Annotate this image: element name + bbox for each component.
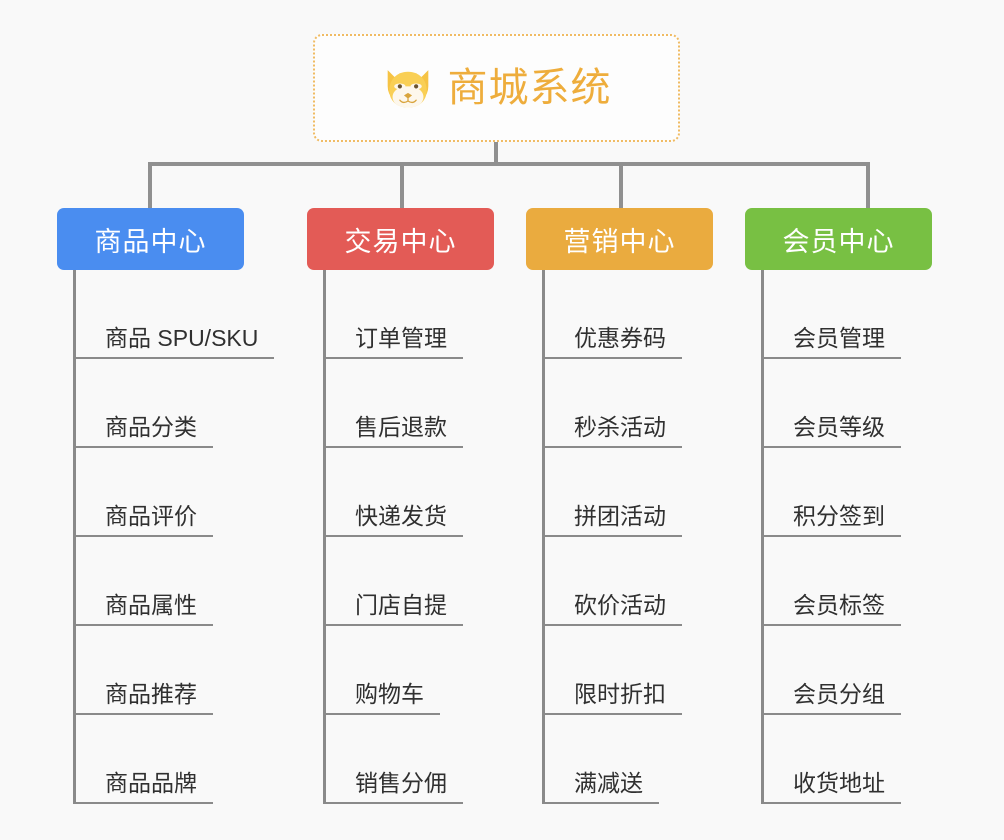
list-item[interactable]: 销售分佣 (323, 715, 463, 804)
leaf-label: 限时折扣 (542, 681, 682, 715)
leaf-list-2: 订单管理 售后退款 快递发货 门店自提 购物车 销售分佣 (323, 270, 463, 804)
list-item[interactable]: 砍价活动 (542, 537, 682, 626)
leaf-label: 商品属性 (73, 592, 213, 626)
branch-head-商品中心[interactable]: 商品中心 (57, 208, 244, 270)
branch-spine-1 (73, 270, 76, 804)
leaf-list-3: 优惠券码 秒杀活动 拼团活动 砍价活动 限时折扣 满减送 (542, 270, 682, 804)
list-item[interactable]: 门店自提 (323, 537, 463, 626)
list-item[interactable]: 订单管理 (323, 270, 463, 359)
leaf-label: 门店自提 (323, 592, 463, 626)
leaf-label: 秒杀活动 (542, 414, 682, 448)
leaf-label: 优惠券码 (542, 325, 682, 359)
branch-spine-3 (542, 270, 545, 804)
leaf-label: 会员标签 (761, 592, 901, 626)
branch-head-label: 交易中心 (344, 226, 457, 257)
root-node[interactable]: 商城系统 (313, 34, 680, 142)
leaf-label: 商品 SPU/SKU (73, 325, 275, 359)
branch-head-label: 商品中心 (94, 226, 207, 257)
branch-spine-2 (323, 270, 326, 804)
branch-head-交易中心[interactable]: 交易中心 (307, 208, 494, 270)
leaf-label: 商品评价 (73, 503, 213, 537)
list-item[interactable]: 会员分组 (761, 626, 901, 715)
leaf-label: 售后退款 (323, 414, 463, 448)
leaf-list-4: 会员管理 会员等级 积分签到 会员标签 会员分组 收货地址 (761, 270, 901, 804)
list-item[interactable]: 商品品牌 (73, 715, 274, 804)
leaf-list-1: 商品 SPU/SKU 商品分类 商品评价 商品属性 商品推荐 商品品牌 (73, 270, 275, 804)
list-item[interactable]: 收货地址 (761, 715, 901, 804)
leaf-label: 快递发货 (323, 503, 463, 537)
branch-head-label: 营销中心 (563, 226, 676, 257)
list-item[interactable]: 商品属性 (73, 537, 274, 626)
branch-spine-4 (761, 270, 764, 804)
leaf-label: 收货地址 (761, 770, 901, 804)
list-item[interactable]: 拼团活动 (542, 448, 682, 537)
list-item[interactable]: 会员等级 (761, 359, 901, 448)
leaf-label: 满减送 (542, 770, 659, 804)
shiba-dog-face-icon (387, 70, 428, 108)
leaf-label: 拼团活动 (542, 503, 682, 537)
leaf-label: 订单管理 (323, 325, 463, 359)
leaf-label: 会员管理 (761, 325, 901, 359)
connector-drop-2 (400, 162, 404, 210)
leaf-label: 会员等级 (761, 414, 901, 448)
list-item[interactable]: 满减送 (542, 715, 682, 804)
list-item[interactable]: 购物车 (323, 626, 463, 715)
list-item[interactable]: 会员管理 (761, 270, 901, 359)
branch-head-label: 会员中心 (782, 226, 895, 257)
list-item[interactable]: 商品推荐 (73, 626, 274, 715)
leaf-label: 会员分组 (761, 681, 901, 715)
list-item[interactable]: 会员标签 (761, 537, 901, 626)
leaf-label: 商品品牌 (73, 770, 213, 804)
root-title: 商城系统 (447, 66, 612, 110)
list-item[interactable]: 商品分类 (73, 359, 274, 448)
leaf-label: 积分签到 (761, 503, 901, 537)
connector-root-stem (494, 142, 498, 164)
list-item[interactable]: 售后退款 (323, 359, 463, 448)
list-item[interactable]: 快递发货 (323, 448, 463, 537)
connector-drop-4 (866, 162, 870, 210)
list-item[interactable]: 积分签到 (761, 448, 901, 537)
leaf-label: 商品分类 (73, 414, 213, 448)
connector-drop-1 (148, 162, 152, 210)
list-item[interactable]: 商品 SPU/SKU (73, 270, 275, 359)
branch-head-会员中心[interactable]: 会员中心 (745, 208, 932, 270)
leaf-label: 商品推荐 (73, 681, 213, 715)
list-item[interactable]: 商品评价 (73, 448, 274, 537)
connector-horizontal-bus (148, 162, 870, 166)
leaf-label: 销售分佣 (323, 770, 463, 804)
leaf-label: 砍价活动 (542, 592, 682, 626)
connector-drop-3 (619, 162, 623, 210)
list-item[interactable]: 限时折扣 (542, 626, 682, 715)
list-item[interactable]: 优惠券码 (542, 270, 682, 359)
branch-head-营销中心[interactable]: 营销中心 (526, 208, 713, 270)
list-item[interactable]: 秒杀活动 (542, 359, 682, 448)
leaf-label: 购物车 (323, 681, 440, 715)
